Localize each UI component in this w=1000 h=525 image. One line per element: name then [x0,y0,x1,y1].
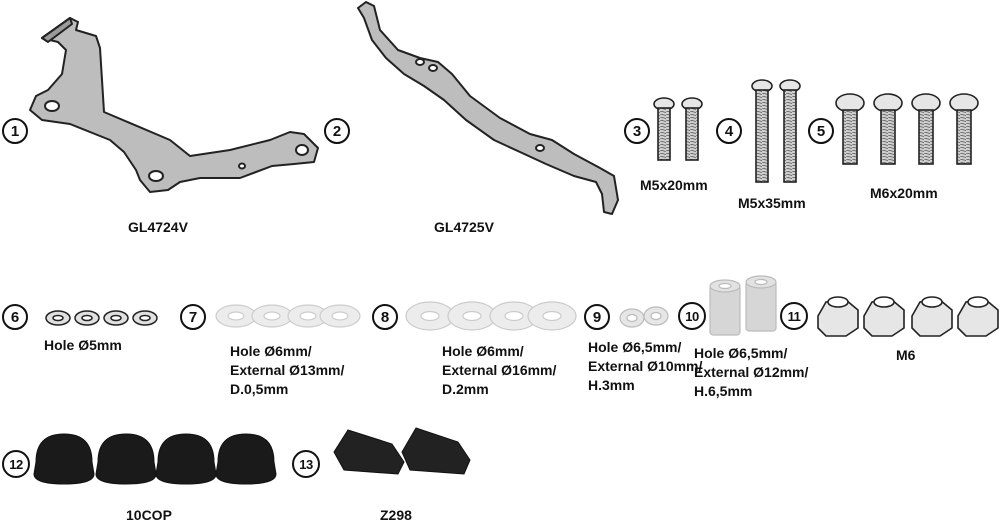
bolts-m5x20 [653,97,703,161]
spec-line: Hole Ø6,5mm/ [694,345,788,361]
part-number-badge: 4 [716,118,742,144]
part-number-badge: 1 [2,118,28,144]
part-label-m6x20: M6x20mm [870,185,938,201]
part-number-badge: 7 [180,304,206,330]
part-number-badge: 5 [808,118,834,144]
part-label-gl4725v: GL4725V [434,219,494,235]
part-label-spacer-h6-5mm: Hole Ø6,5mm/ External Ø12mm/ H.6,5mm [694,344,808,401]
spec-line: External Ø12mm/ [694,364,809,380]
part-label-m5x35: M5x35mm [738,195,806,211]
part-number-badge: 13 [292,450,320,478]
part-label-10cop: 10COP [126,507,172,523]
washers-hole-5mm [45,310,158,326]
washers-external-16mm [405,301,577,331]
part-label-hole-5mm: Hole Ø5mm [44,337,122,353]
bracket-gl4724v [29,17,319,193]
spec-line: H.3mm [588,377,635,393]
spec-line: External Ø10mm/ [588,358,703,374]
spec-line: Hole Ø6mm/ [442,343,524,359]
part-number-badge: 12 [2,450,30,478]
washers-external-13mm [215,304,361,328]
part-label-gl4724v: GL4724V [128,219,188,235]
part-number-badge: 11 [780,302,808,330]
spec-line: Hole Ø6,5mm/ [588,339,682,355]
part-label-spacer-h3mm: Hole Ø6,5mm/ External Ø10mm/ H.3mm [588,338,702,395]
part-number-badge: 10 [678,302,706,330]
spacers-h6-5mm [709,275,777,336]
part-label-m5x20: M5x20mm [640,177,708,193]
part-number-badge: 6 [2,304,28,330]
part-number-badge: 2 [324,118,350,144]
spacers-h3mm [619,306,669,328]
part-number-badge: 8 [372,304,398,330]
spec-line: D.0,5mm [230,381,289,397]
spec-line: External Ø16mm/ [442,362,557,378]
part-label-m6: M6 [896,347,916,363]
bracket-gl4725v [357,1,619,215]
nuts-m6 [817,296,999,337]
part-number-badge: 9 [584,304,610,330]
part-label-washer-16mm: Hole Ø6mm/ External Ø16mm/ D.2mm [442,342,556,399]
part-number-badge: 3 [624,118,650,144]
spec-line: External Ø13mm/ [230,362,345,378]
caps-10cop [33,433,277,485]
pads-z298 [333,427,471,475]
bolts-m6x20 [835,93,979,165]
part-label-z298: Z298 [380,507,412,523]
part-label-washer-13mm: Hole Ø6mm/ External Ø13mm/ D.0,5mm [230,342,344,399]
spec-line: D.2mm [442,381,489,397]
spec-line: Hole Ø6mm/ [230,343,312,359]
bolts-m5x35 [751,79,801,183]
spec-line: H.6,5mm [694,383,753,399]
